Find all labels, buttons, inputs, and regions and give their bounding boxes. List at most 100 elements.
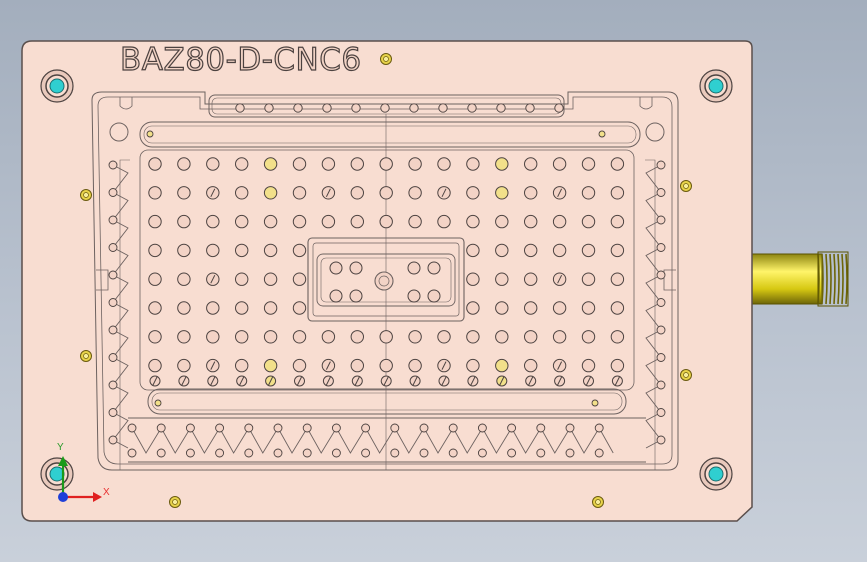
channel-hole bbox=[390, 423, 400, 433]
ejector-hole bbox=[350, 214, 364, 229]
right-channel bbox=[645, 164, 662, 449]
hole-slot bbox=[499, 376, 505, 386]
ejector-hole bbox=[524, 214, 538, 229]
thread-ridge bbox=[837, 253, 840, 305]
ejector-hole bbox=[321, 214, 336, 229]
ejector-hole bbox=[610, 186, 625, 200]
insert-hole bbox=[427, 289, 441, 303]
ejector-hole bbox=[524, 330, 538, 344]
hole-slot bbox=[210, 188, 216, 198]
insert-hole bbox=[407, 261, 421, 275]
ejector-hole bbox=[235, 186, 249, 200]
side-hole bbox=[108, 188, 118, 197]
left-channel bbox=[112, 164, 129, 449]
side-hole bbox=[656, 325, 666, 335]
ejector-hole bbox=[235, 272, 249, 286]
ejector-hole bbox=[495, 330, 509, 344]
channel-hole bbox=[419, 448, 429, 458]
ejector-hole bbox=[610, 301, 625, 315]
channel-hole bbox=[244, 423, 254, 433]
hole-slot bbox=[528, 376, 534, 386]
ejector-hole bbox=[495, 214, 509, 229]
rail-screw bbox=[598, 130, 606, 138]
ejector-hole bbox=[581, 243, 596, 258]
ejector-hole bbox=[350, 186, 364, 200]
ejector-hole bbox=[610, 157, 625, 171]
insert-hole bbox=[349, 261, 363, 275]
screw-center bbox=[83, 353, 89, 359]
channel-hole bbox=[448, 448, 458, 458]
screw-center bbox=[383, 56, 389, 62]
ejector-hole bbox=[177, 243, 191, 258]
ejector-hole bbox=[177, 186, 191, 200]
insert-hole bbox=[329, 289, 343, 303]
ejector-hole bbox=[552, 214, 567, 229]
hole-slot bbox=[325, 376, 331, 386]
channel-hole bbox=[127, 423, 137, 433]
ejector-hole bbox=[437, 214, 451, 229]
rail-screw bbox=[591, 399, 599, 407]
rail-hole bbox=[235, 103, 245, 113]
hole-slot bbox=[297, 376, 302, 386]
channel-hole bbox=[477, 423, 487, 433]
hole-slot bbox=[210, 376, 216, 386]
channel-hole bbox=[507, 448, 517, 458]
ejector-hole bbox=[495, 157, 509, 171]
channel-hole bbox=[361, 448, 371, 458]
side-hole bbox=[108, 353, 118, 362]
ejector-hole bbox=[466, 186, 480, 200]
ejector-hole bbox=[379, 157, 393, 171]
hole-slot bbox=[354, 376, 360, 386]
screw-center bbox=[683, 183, 689, 189]
ejector-hole bbox=[148, 358, 162, 373]
side-hole bbox=[656, 408, 666, 417]
screw-center bbox=[595, 499, 601, 505]
ejector-hole bbox=[610, 358, 625, 373]
hole-slot bbox=[557, 361, 563, 370]
channel-hole bbox=[215, 448, 225, 458]
ejector-hole bbox=[235, 214, 249, 229]
side-hole bbox=[656, 435, 666, 445]
channel-hole bbox=[331, 448, 341, 458]
channel-hole bbox=[273, 448, 283, 458]
screw-center bbox=[683, 372, 689, 378]
channel-hole bbox=[565, 423, 575, 433]
rail-hole bbox=[496, 103, 506, 113]
ejector-hole bbox=[466, 330, 480, 344]
channel-hole bbox=[536, 448, 546, 458]
yellow-screws bbox=[80, 53, 692, 508]
channel-hole bbox=[594, 448, 604, 458]
ejector-hole bbox=[552, 301, 567, 315]
ejector-hole bbox=[263, 214, 278, 229]
ejector-hole bbox=[292, 214, 307, 229]
bushing-core bbox=[708, 466, 724, 482]
hole-slot bbox=[412, 376, 418, 386]
ejector-hole bbox=[263, 157, 278, 171]
triad-x-label: X bbox=[103, 487, 110, 498]
rail-hole bbox=[351, 103, 361, 113]
rail-hole bbox=[380, 103, 390, 113]
ejector-hole bbox=[466, 214, 480, 229]
channel-hole bbox=[477, 448, 487, 458]
ejector-hole bbox=[581, 186, 596, 200]
ejector-hole bbox=[148, 214, 162, 229]
ejector-hole bbox=[408, 157, 422, 171]
side-hole bbox=[108, 160, 118, 170]
ejector-hole bbox=[321, 157, 336, 171]
ejector-hole bbox=[148, 301, 162, 315]
ejector-hole bbox=[610, 330, 625, 344]
ejector-hole bbox=[524, 157, 538, 171]
ejector-hole bbox=[206, 243, 220, 258]
hole-slot bbox=[470, 376, 476, 386]
channel-hole bbox=[331, 423, 341, 433]
ejector-hole bbox=[292, 243, 307, 258]
hole-slot bbox=[210, 274, 216, 284]
hole-slot bbox=[325, 188, 331, 198]
ejector-hole bbox=[148, 272, 162, 286]
channel-hole bbox=[390, 448, 400, 458]
channel-hole bbox=[127, 448, 137, 458]
insert-hole bbox=[427, 261, 441, 275]
side-hole bbox=[656, 160, 666, 170]
bottom-channel bbox=[131, 427, 614, 454]
hole-slot bbox=[152, 376, 158, 386]
